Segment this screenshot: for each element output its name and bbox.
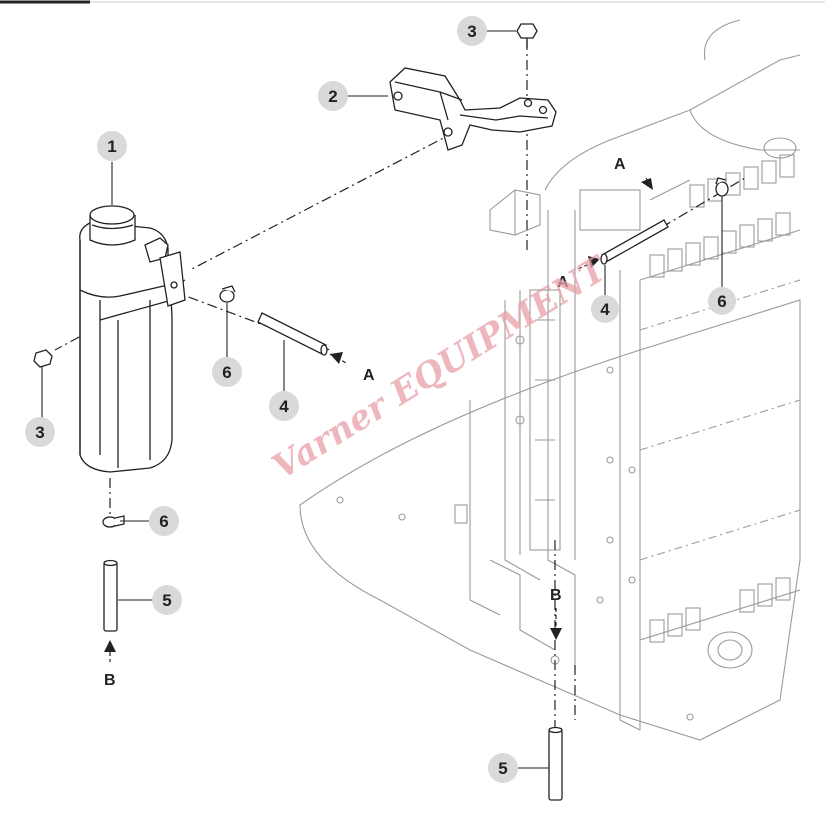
callout-3-top-label: 3: [467, 22, 476, 41]
clamp-lower-left: [102, 515, 125, 528]
bolt-top: [516, 23, 538, 48]
callout-3-left: 3: [25, 417, 55, 447]
reference-letter-a-right: A: [557, 274, 569, 291]
hose-right: [600, 219, 669, 265]
reference-letter-b-right: B: [550, 587, 562, 604]
callout-5-right: 5: [488, 753, 518, 783]
callout-5-left-label: 5: [162, 591, 171, 610]
reference-letter-a-left: A: [363, 367, 375, 384]
callout-3-top: 3: [457, 16, 487, 46]
callout-4-left-label: 4: [279, 397, 289, 416]
callout-6-lower-left: 6: [149, 506, 179, 536]
clamp-upper-left: [219, 285, 236, 303]
direction-arrows: [104, 177, 653, 662]
callout-3-left-label: 3: [35, 423, 44, 442]
radiator-frame-assembly: [299, 19, 801, 741]
reference-letter-b-left: B: [104, 672, 116, 689]
callout-2-label: 2: [328, 87, 337, 106]
callout-6-lower-left-label: 6: [159, 512, 168, 531]
bolt-left: [33, 349, 53, 368]
callout-6-upper-left-label: 6: [222, 363, 231, 382]
callout-1: 1: [97, 131, 127, 161]
callout-2: 2: [318, 81, 348, 111]
callout-6-right: 6: [708, 287, 736, 315]
coolant-tank: [79, 205, 186, 473]
callout-6-upper-left: 6: [212, 357, 242, 387]
mounting-bracket: [389, 67, 557, 151]
callout-4-right-label: 4: [600, 300, 610, 319]
clamp-right: [715, 177, 729, 197]
callout-5-right-label: 5: [498, 759, 507, 778]
watermark-text: Varner EQUIPMENT: [266, 248, 617, 488]
hose-left: [257, 312, 328, 356]
callout-4-right: 4: [591, 295, 619, 323]
callout-1-label: 1: [107, 137, 116, 156]
callout-6-right-label: 6: [717, 292, 726, 311]
callout-4-left: 4: [269, 391, 299, 421]
hose-vertical-right: [548, 726, 563, 801]
leader-lines: [41, 30, 723, 769]
hose-vertical-left: [103, 559, 118, 632]
reference-letter-a-top: A: [614, 156, 626, 173]
callout-5-left: 5: [152, 585, 182, 615]
